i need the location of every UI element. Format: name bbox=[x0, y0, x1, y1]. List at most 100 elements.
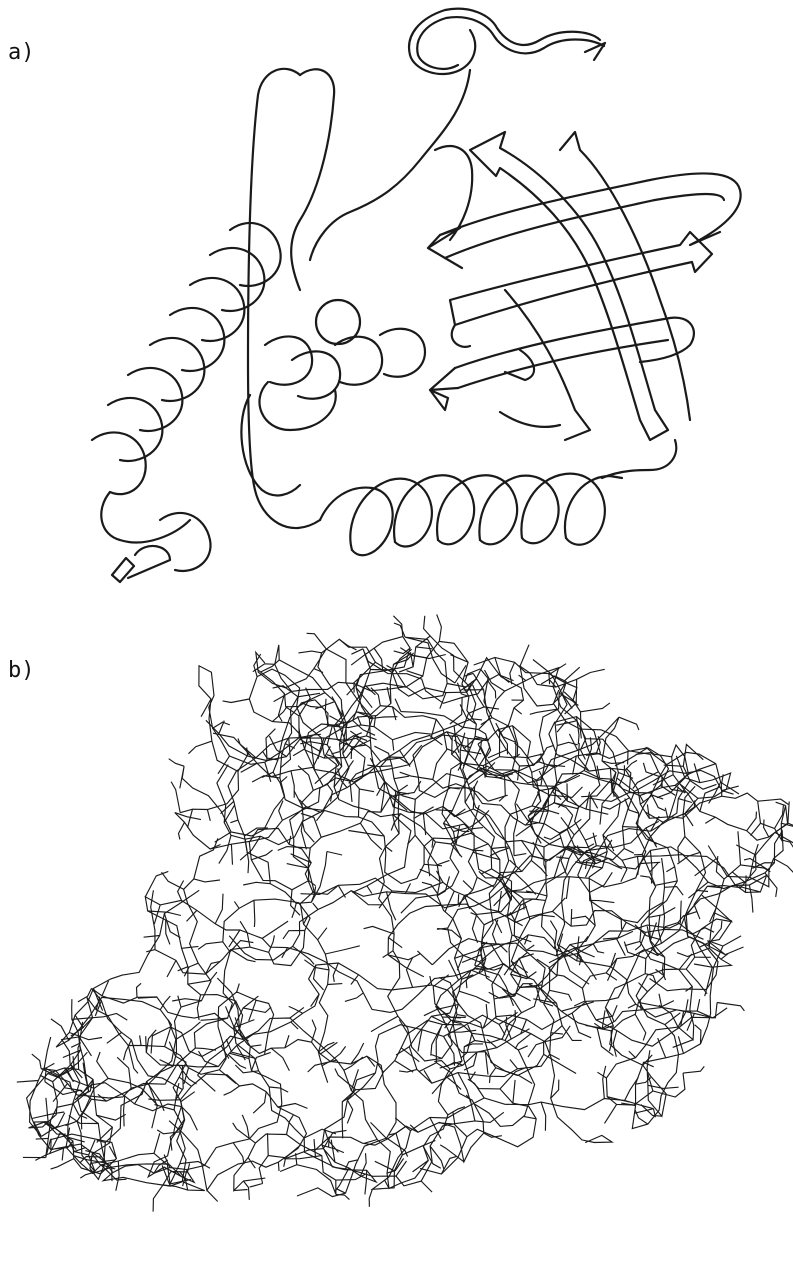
stick-bond bbox=[549, 674, 550, 685]
stick-bond bbox=[423, 814, 425, 835]
stick-bond bbox=[597, 1072, 606, 1078]
stick-bond bbox=[144, 936, 160, 938]
stick-bond bbox=[172, 999, 201, 1001]
stick-bond bbox=[490, 1068, 496, 1083]
stick-bond bbox=[253, 1092, 266, 1114]
stick-bond bbox=[358, 716, 362, 725]
stick-bond bbox=[367, 1056, 375, 1066]
stick-bond bbox=[337, 1189, 346, 1193]
stick-bond bbox=[571, 909, 572, 926]
stick-bond bbox=[629, 1051, 636, 1058]
stick-bond bbox=[248, 1158, 255, 1169]
beta-strand-back-2 bbox=[560, 132, 690, 420]
stick-bond bbox=[393, 740, 394, 751]
stick-bond bbox=[590, 872, 613, 892]
stick-bond bbox=[417, 951, 432, 965]
stick-bond bbox=[29, 992, 274, 1150]
stick-bond bbox=[705, 817, 715, 823]
stick-bond bbox=[602, 1010, 605, 1028]
stick-bond bbox=[330, 1046, 345, 1061]
stick-bond bbox=[233, 1143, 244, 1164]
stick-bond bbox=[393, 616, 402, 637]
stick-bond bbox=[351, 975, 359, 985]
stick-bond bbox=[593, 944, 604, 953]
stick-bond bbox=[514, 854, 526, 856]
stick-bond bbox=[366, 736, 376, 740]
stick-bond bbox=[230, 820, 238, 823]
stick-bond bbox=[318, 928, 327, 940]
stick-bond bbox=[215, 894, 223, 924]
stick-bond bbox=[573, 756, 577, 775]
helix-middle bbox=[241, 329, 425, 496]
stick-bond bbox=[124, 1096, 125, 1127]
stick-bond bbox=[345, 993, 363, 1002]
stick-bond bbox=[495, 658, 509, 683]
stick-bond bbox=[527, 945, 535, 950]
helix-left bbox=[92, 223, 281, 582]
stick-bond bbox=[116, 1161, 119, 1191]
stick-bond bbox=[590, 795, 597, 808]
stick-bond bbox=[243, 1181, 249, 1200]
stick-bond bbox=[625, 1077, 639, 1100]
stick-bond bbox=[697, 999, 700, 1011]
stick-bond bbox=[513, 1080, 515, 1103]
stick-bond bbox=[234, 1190, 248, 1191]
stick-bond bbox=[581, 739, 586, 760]
stick-bond bbox=[371, 1016, 398, 1031]
stick-bond bbox=[97, 1052, 109, 1078]
stick-bond bbox=[243, 1007, 271, 1012]
stick-bond bbox=[603, 1066, 606, 1099]
stick-bond bbox=[345, 1160, 359, 1170]
arrow-head-terminus bbox=[585, 43, 605, 60]
stick-bond bbox=[180, 693, 320, 836]
stick-bond bbox=[424, 616, 431, 636]
stick-bond bbox=[725, 947, 743, 955]
stick-bond bbox=[388, 938, 402, 948]
helix-bottom bbox=[320, 440, 676, 555]
stick-bond bbox=[179, 822, 185, 839]
stick-bond bbox=[66, 1121, 78, 1125]
stick-bond bbox=[656, 881, 677, 885]
stick-bond bbox=[188, 1164, 190, 1173]
stick-bond bbox=[240, 921, 250, 947]
stick-bond bbox=[463, 881, 473, 890]
stick-bond bbox=[359, 789, 360, 818]
stick-bond bbox=[250, 1045, 261, 1047]
stick-bond bbox=[243, 882, 270, 885]
stick-bond bbox=[145, 871, 168, 896]
stick-bond bbox=[194, 879, 220, 882]
stick-bond bbox=[219, 835, 231, 863]
stick-bond bbox=[721, 774, 723, 796]
stick-bond bbox=[374, 716, 376, 727]
stick-bond bbox=[437, 860, 449, 864]
stick-bond bbox=[237, 984, 240, 992]
stick-bond bbox=[681, 1011, 684, 1026]
stick-bond bbox=[254, 900, 255, 927]
stick-bond bbox=[511, 972, 537, 979]
stick-bond bbox=[153, 1185, 163, 1212]
stick-bond bbox=[617, 939, 626, 956]
stick-bond bbox=[298, 651, 321, 653]
stick-bond bbox=[747, 812, 757, 831]
stick-bond bbox=[251, 850, 272, 860]
stick-bond bbox=[523, 1116, 536, 1118]
panel-a-ribbon-diagram bbox=[92, 9, 741, 582]
stick-bond bbox=[327, 852, 342, 856]
stick-bond bbox=[137, 983, 142, 997]
stick-bond bbox=[229, 758, 477, 960]
stick-bond bbox=[46, 1098, 48, 1122]
stick-bond bbox=[207, 810, 210, 821]
stick-bond bbox=[169, 759, 184, 767]
stick-bond bbox=[268, 1133, 269, 1155]
stick-bond bbox=[572, 916, 596, 925]
stick-bond bbox=[678, 837, 685, 863]
stick-bond bbox=[178, 996, 181, 1007]
stick-bond bbox=[178, 881, 184, 902]
stick-bond bbox=[388, 904, 703, 977]
stick-bond bbox=[751, 823, 761, 835]
stick-bond bbox=[697, 890, 709, 891]
stick-bond bbox=[758, 799, 789, 804]
stick-bond bbox=[541, 1102, 546, 1131]
stick-bond bbox=[514, 708, 522, 714]
stick-bond bbox=[774, 859, 793, 877]
